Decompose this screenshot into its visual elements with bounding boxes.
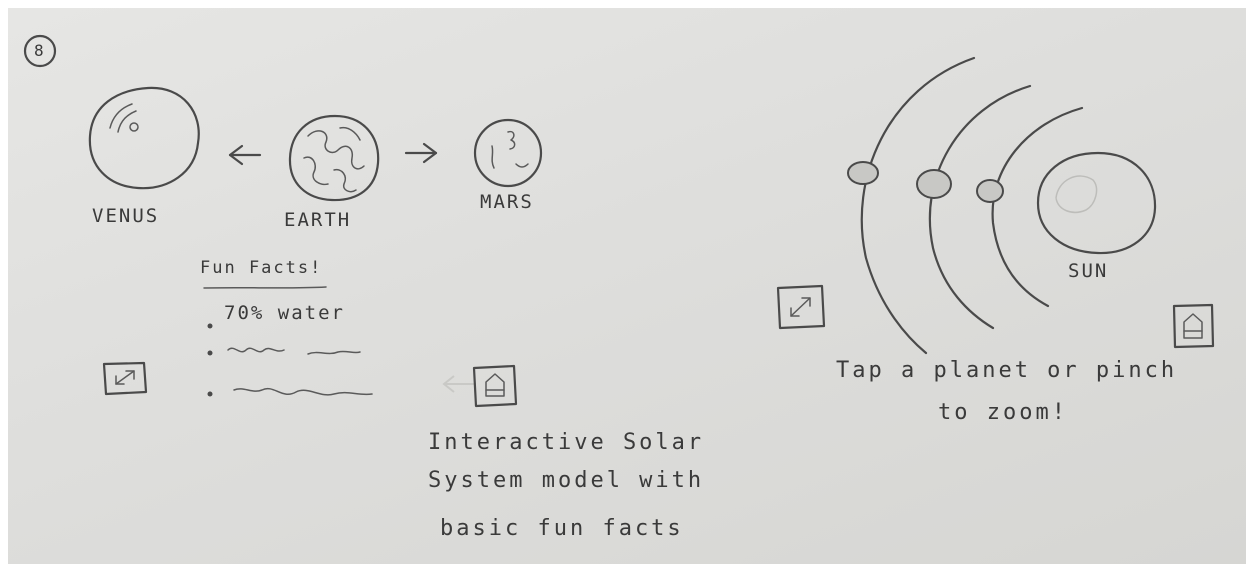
page-number-circle — [23, 34, 57, 68]
arrow-left-icon[interactable] — [228, 144, 262, 166]
arrow-right-icon[interactable] — [404, 142, 438, 164]
earth-label: EARTH — [284, 209, 352, 231]
fun-facts-title: Fun Facts! — [200, 258, 323, 278]
home-icon-right[interactable] — [1172, 303, 1215, 349]
sun-label: SUN — [1068, 260, 1109, 282]
bullet-1 — [207, 323, 213, 329]
caption-line-2: System model with — [428, 468, 705, 493]
orbit-planet-2[interactable] — [916, 169, 952, 199]
caption-line-1: Interactive Solar — [428, 430, 705, 455]
caption-line-3: basic fun facts — [440, 516, 684, 541]
placeholder-squiggle-2 — [307, 350, 361, 355]
mars-label: MARS — [480, 191, 534, 213]
earth-planet[interactable] — [288, 114, 380, 202]
sketch-drawing — [23, 34, 1215, 408]
expand-icon-right[interactable] — [776, 284, 826, 330]
placeholder-squiggle-1 — [227, 347, 285, 353]
home-icon[interactable] — [472, 364, 518, 408]
bullet-3 — [207, 391, 213, 397]
orbit-outer — [860, 56, 976, 355]
venus-planet[interactable] — [88, 86, 200, 190]
sketch-paper: 8 VENUS EARTH MARS Fun Facts! 70% water … — [8, 8, 1246, 564]
mars-planet[interactable] — [473, 118, 543, 188]
page-number: 8 — [34, 41, 44, 60]
orbit-middle — [928, 84, 1032, 330]
faded-arrow — [442, 375, 476, 393]
sun[interactable] — [1036, 151, 1157, 255]
expand-icon[interactable] — [102, 361, 148, 396]
fun-fact-item: 70% water — [224, 302, 345, 324]
orbit-planet-1[interactable] — [847, 161, 879, 185]
fun-facts-underline — [203, 286, 327, 289]
hint-line-1: Tap a planet or pinch — [836, 358, 1178, 383]
orbit-planet-3[interactable] — [976, 179, 1004, 203]
orbit-inner — [991, 106, 1084, 308]
bullet-2 — [207, 350, 213, 356]
placeholder-squiggle-3 — [233, 387, 373, 396]
venus-label: VENUS — [92, 205, 160, 227]
hint-line-2: to zoom! — [938, 400, 1068, 425]
